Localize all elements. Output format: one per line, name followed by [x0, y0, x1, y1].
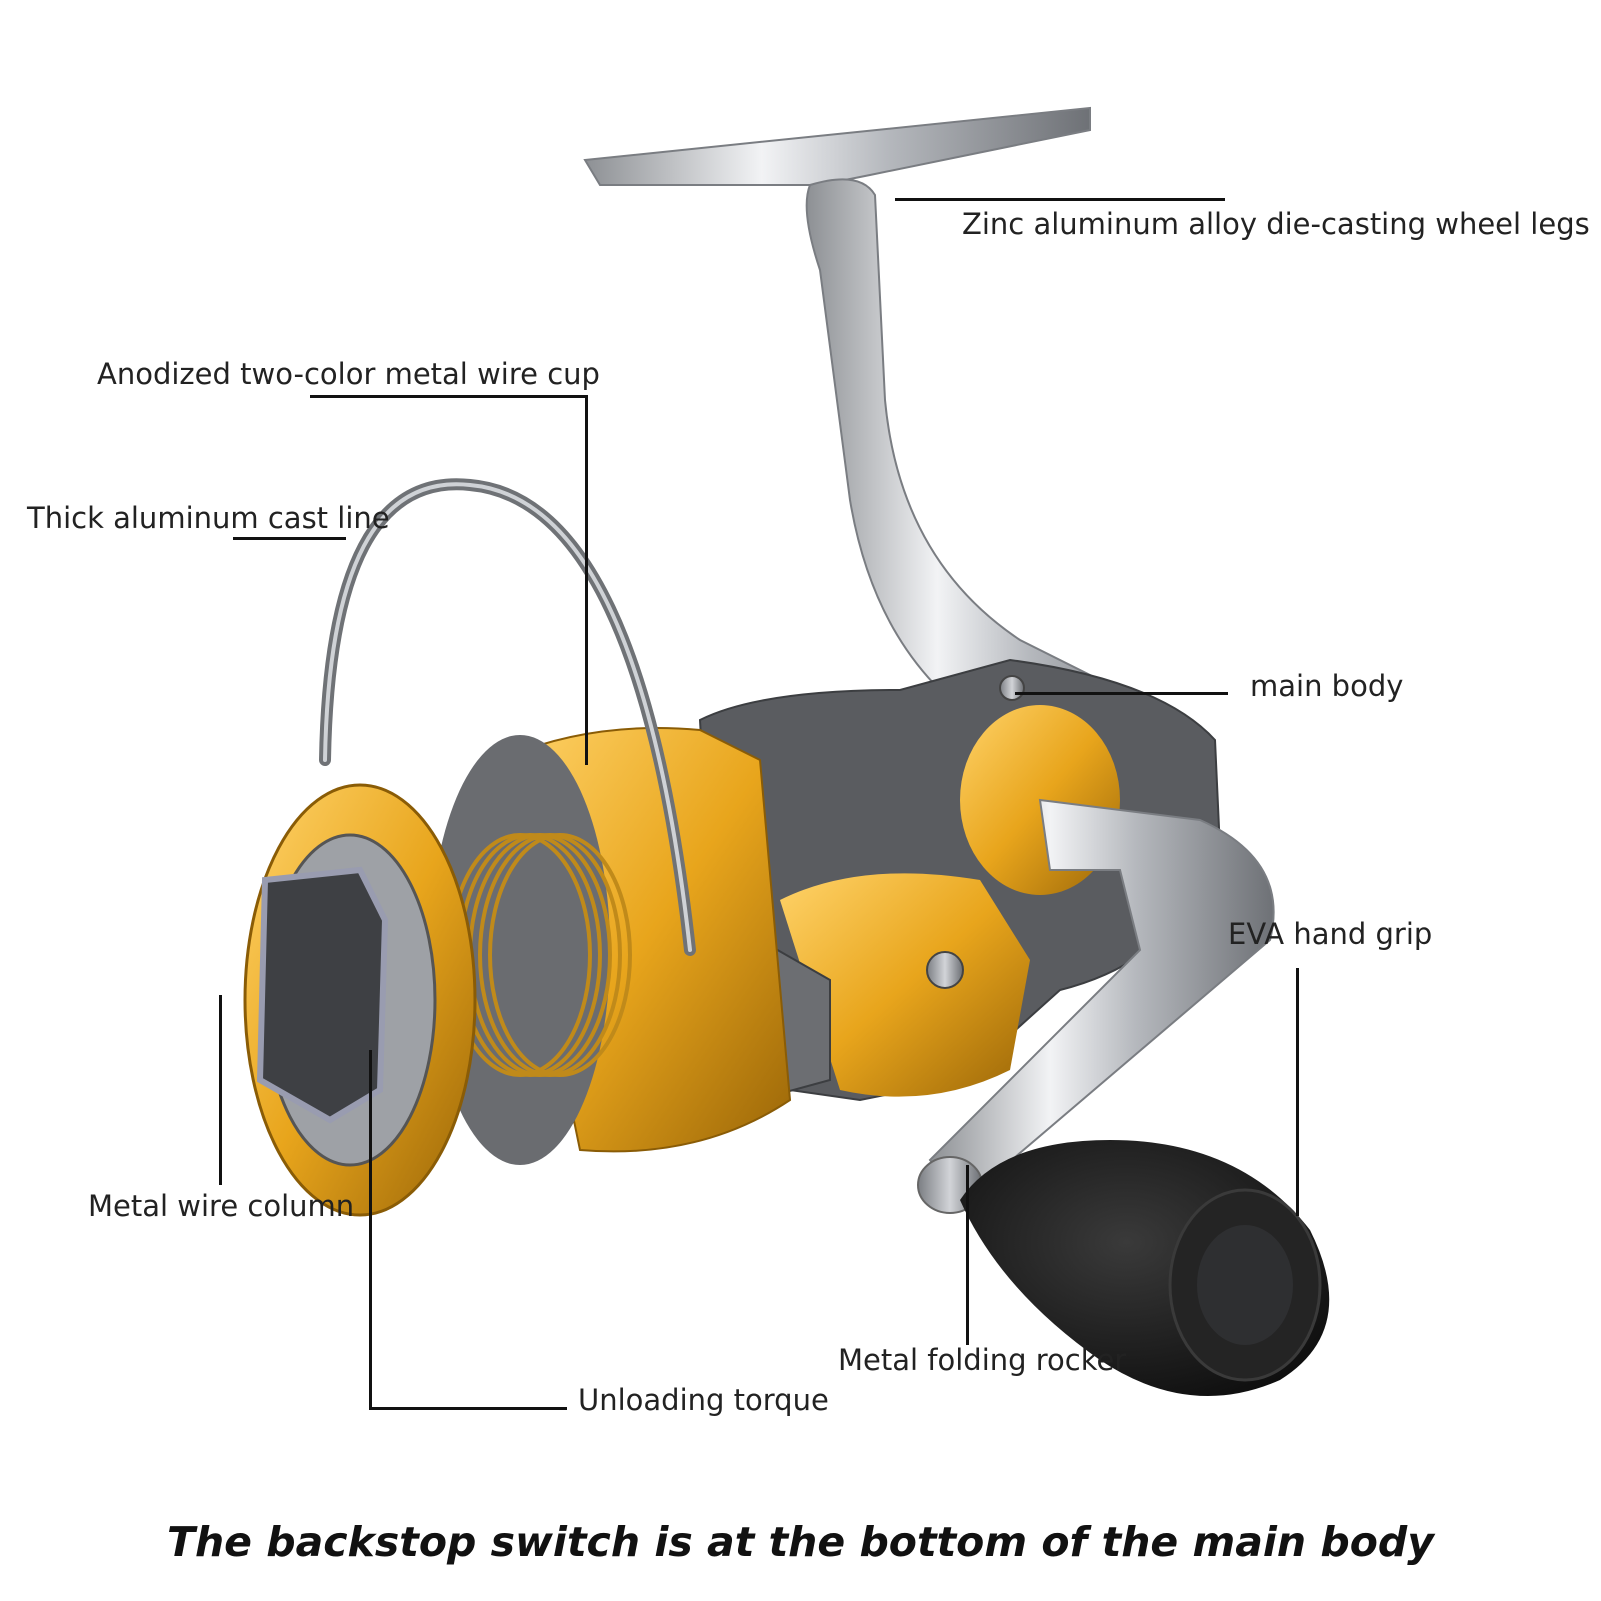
caption: The backstop switch is at the bottom of … — [167, 1518, 1434, 1566]
leader-wire-column — [219, 995, 222, 1185]
leader-hand-grip — [1296, 968, 1299, 1216]
label-main-body: main body — [1250, 669, 1404, 703]
label-cast-line: Thick aluminum cast line — [27, 501, 390, 535]
front-spool-lip — [243, 783, 477, 1217]
label-wheel-legs: Zinc aluminum alloy die-casting wheel le… — [962, 207, 1590, 241]
leader-main-body — [1015, 692, 1228, 695]
eva-hand-grip — [960, 1140, 1330, 1396]
leader-wire-cup-v — [585, 395, 588, 765]
leader-wire-cup-h — [310, 395, 588, 398]
label-unloading-torque: Unloading torque — [578, 1383, 829, 1417]
leader-wheel-legs — [895, 198, 1225, 201]
leader-unloading-torque-h — [369, 1407, 567, 1410]
label-wire-cup: Anodized two-color metal wire cup — [97, 357, 600, 391]
label-folding-rocker: Metal folding rocker — [838, 1343, 1127, 1377]
leader-unloading-torque-v — [369, 1050, 372, 1410]
label-hand-grip: EVA hand grip — [1228, 917, 1433, 951]
wire-cup-spool — [430, 727, 792, 1165]
leader-folding-rocker — [966, 1165, 969, 1345]
label-wire-column: Metal wire column — [88, 1189, 355, 1223]
leader-cast-line — [233, 537, 346, 540]
